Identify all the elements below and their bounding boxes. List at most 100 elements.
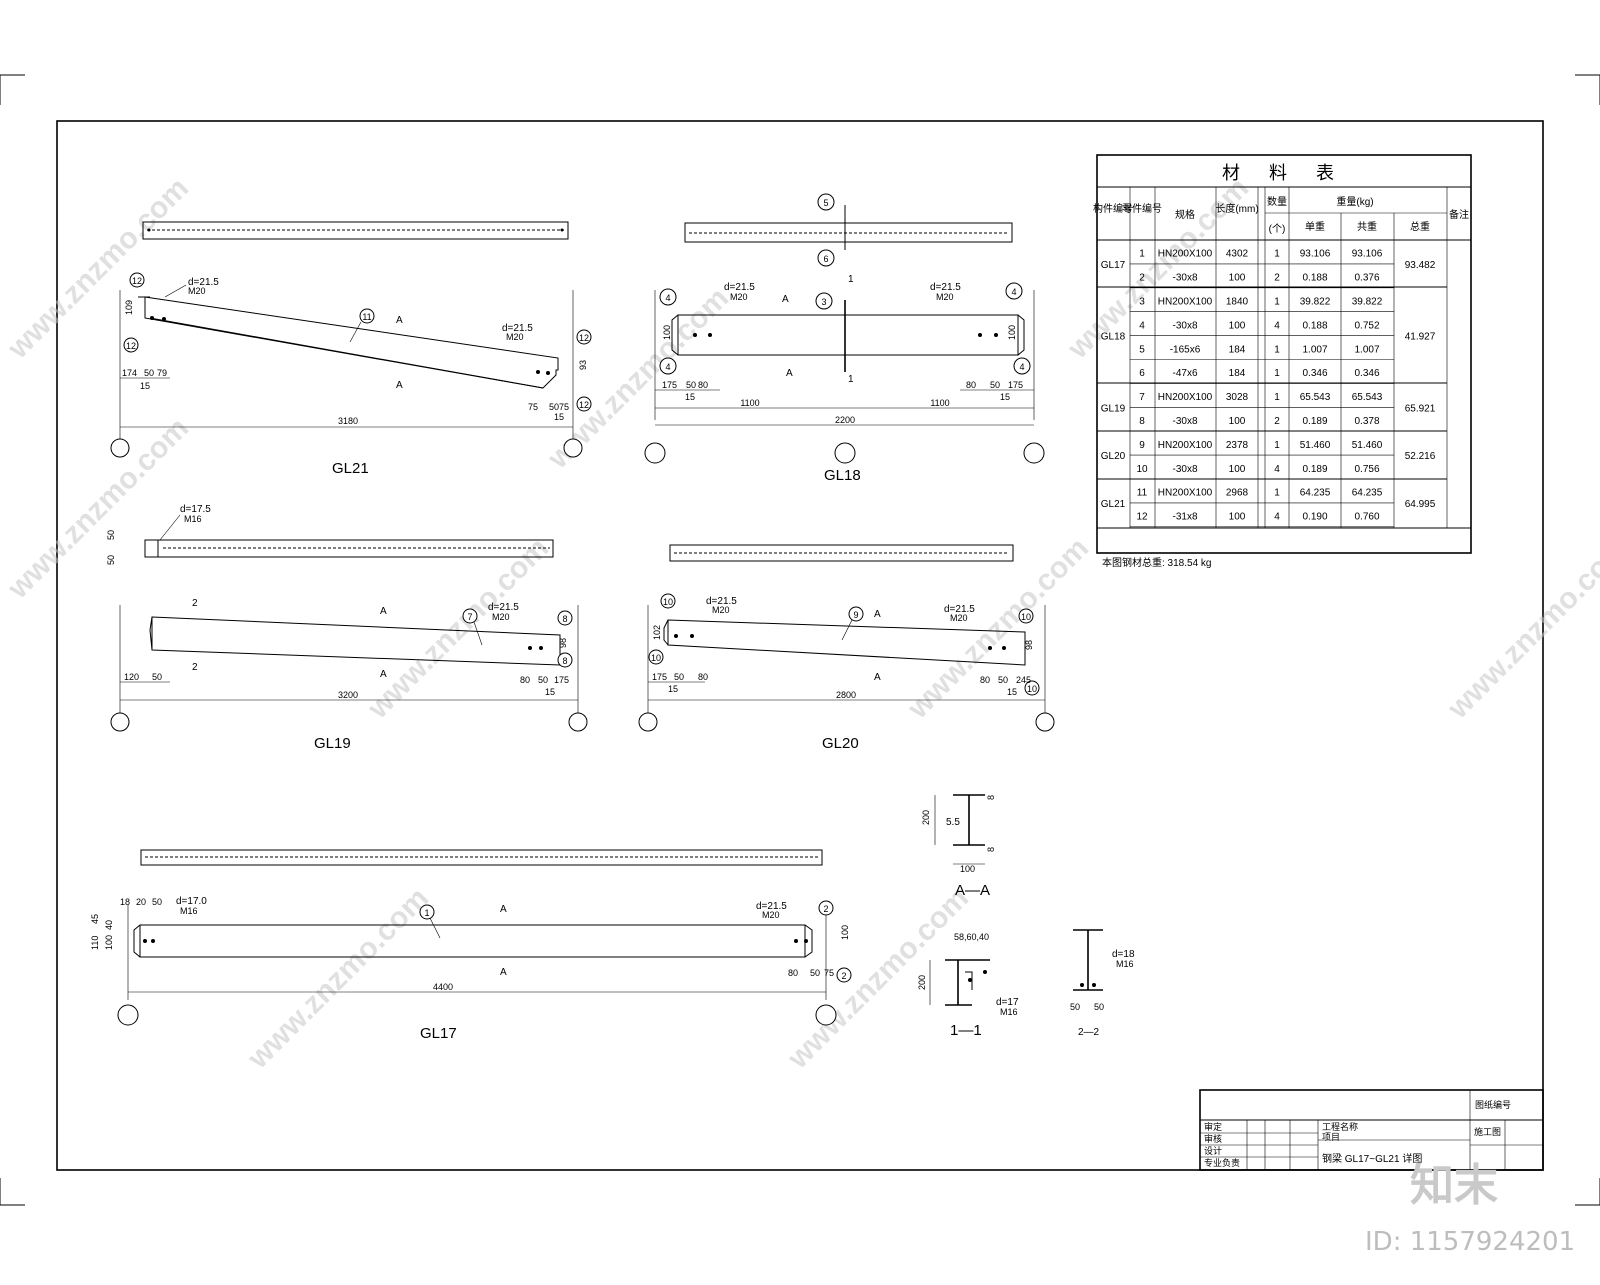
svg-text:www.znzmo.com: www.znzmo.com <box>1441 532 1600 726</box>
table-cell-member: GL21 <box>1101 499 1126 510</box>
gl18-drawing: 5 6 1 d=21.5 M20 d=21.5 M20 A A 3 4 4 4 … <box>644 193 1045 484</box>
svg-text:98: 98 <box>1024 640 1034 650</box>
svg-text:A: A <box>396 380 403 391</box>
svg-text:200: 200 <box>921 810 931 825</box>
svg-text:75: 75 <box>559 402 569 412</box>
svg-text:102: 102 <box>652 625 662 640</box>
svg-text:M16: M16 <box>180 906 198 916</box>
table-cell-spec: HN200X100 <box>1158 488 1213 499</box>
svg-text:d=21.5: d=21.5 <box>756 901 787 912</box>
section-aa-title: A—A <box>955 882 990 899</box>
svg-text:45: 45 <box>90 914 100 924</box>
svg-text:200: 200 <box>917 975 927 990</box>
table-cell-total: 0.378 <box>1354 416 1379 427</box>
svg-text:50: 50 <box>538 675 548 685</box>
table-cell-spec: HN200X100 <box>1158 440 1213 451</box>
gl17-title: GL17 <box>420 1025 457 1042</box>
svg-text:50: 50 <box>990 380 1000 390</box>
svg-text:50: 50 <box>144 368 154 378</box>
table-cell-part: 1 <box>1139 249 1145 260</box>
table-cell-part: 11 <box>1137 488 1148 499</box>
table-cell-qty: 1 <box>1274 488 1280 499</box>
svg-text:2: 2 <box>192 598 198 609</box>
table-cell-single: 0.188 <box>1302 273 1327 284</box>
svg-text:174: 174 <box>122 368 137 378</box>
table-cell-member: GL19 <box>1101 403 1126 414</box>
table-cell-qty: 2 <box>1274 273 1280 284</box>
table-cell-single: 0.189 <box>1302 416 1327 427</box>
svg-text:d=21.5: d=21.5 <box>488 602 519 613</box>
svg-text:12: 12 <box>579 400 589 410</box>
svg-text:1100: 1100 <box>740 398 759 408</box>
svg-text:8: 8 <box>986 795 996 800</box>
table-cell-length: 100 <box>1229 512 1246 523</box>
svg-text:40: 40 <box>104 920 114 930</box>
svg-text:d=17: d=17 <box>996 997 1019 1008</box>
table-cell-length: 2968 <box>1226 488 1249 499</box>
svg-text:75: 75 <box>528 402 538 412</box>
svg-text:80: 80 <box>966 380 976 390</box>
svg-text:100: 100 <box>840 925 850 940</box>
table-cell-single: 0.190 <box>1302 512 1327 523</box>
svg-text:重量(kg): 重量(kg) <box>1336 195 1373 208</box>
svg-text:50: 50 <box>674 672 684 682</box>
svg-text:18: 18 <box>120 897 130 907</box>
svg-text:M20: M20 <box>936 292 954 302</box>
svg-text:3: 3 <box>821 297 826 307</box>
table-cell-spec: -30x8 <box>1172 416 1197 427</box>
material-total-note: 本图钢材总重: 318.54 kg <box>1102 556 1211 569</box>
gl21-bolt-m: M20 <box>188 286 206 296</box>
table-cell-length: 2378 <box>1226 440 1249 451</box>
table-cell-sum: 64.995 <box>1405 499 1436 510</box>
table-cell-total: 0.760 <box>1354 512 1379 523</box>
svg-text:100: 100 <box>662 325 672 340</box>
table-cell-single: 39.822 <box>1300 297 1331 308</box>
section-11: 200 58,60,40 d=17 M16 1—1 <box>917 932 1019 1039</box>
svg-text:110: 110 <box>90 936 100 950</box>
table-cell-member: GL18 <box>1101 332 1126 343</box>
svg-text:d=21.5: d=21.5 <box>706 596 737 607</box>
svg-text:A: A <box>874 609 881 620</box>
table-cell-single: 93.106 <box>1300 249 1331 260</box>
crop-marks <box>0 74 1600 1206</box>
table-cell-total: 51.460 <box>1352 440 1383 451</box>
svg-text:d=21.5: d=21.5 <box>930 282 961 293</box>
table-cell-qty: 1 <box>1274 344 1280 355</box>
svg-text:50: 50 <box>1094 1002 1104 1012</box>
svg-text:9: 9 <box>853 610 858 620</box>
table-cell-total: 93.106 <box>1352 249 1383 260</box>
svg-text:M20: M20 <box>950 613 968 623</box>
gl19-title: GL19 <box>314 735 351 752</box>
table-cell-part: 7 <box>1139 392 1145 403</box>
svg-text:79: 79 <box>157 368 167 378</box>
svg-text:d=21.5: d=21.5 <box>944 604 975 615</box>
material-table: 材 料 表 构件编号 零件编号 规格 长度(mm) 数量 (个) 重量(kg) … <box>1093 154 1472 569</box>
svg-text:零件编号: 零件编号 <box>1122 202 1162 215</box>
svg-text:175: 175 <box>1008 380 1023 390</box>
svg-text:M20: M20 <box>730 292 748 302</box>
gl21-total-dim: 3180 <box>338 416 358 426</box>
table-cell-single: 51.460 <box>1300 440 1331 451</box>
sheet-border <box>56 120 1544 1171</box>
watermark-logo: 知末 <box>1410 1161 1498 1210</box>
table-cell-sum: 41.927 <box>1405 332 1436 343</box>
table-cell-spec: HN200X100 <box>1158 392 1213 403</box>
svg-text:d=21.5: d=21.5 <box>724 282 755 293</box>
table-cell-qty: 4 <box>1274 512 1280 523</box>
svg-text:50: 50 <box>686 380 696 390</box>
svg-text:A: A <box>500 904 507 915</box>
svg-text:设计: 设计 <box>1204 1145 1222 1156</box>
table-cell-spec: -47x6 <box>1172 368 1197 379</box>
table-cell-qty: 4 <box>1274 464 1280 475</box>
svg-text:58,60,40: 58,60,40 <box>954 932 989 942</box>
svg-text:15: 15 <box>1007 687 1017 697</box>
svg-text:A: A <box>380 669 387 680</box>
svg-text:15: 15 <box>668 684 678 694</box>
svg-text:d=21.5: d=21.5 <box>502 323 533 334</box>
table-cell-single: 0.189 <box>1302 464 1327 475</box>
gl21-bolt-d: d=21.5 <box>188 277 219 288</box>
svg-text:工程名称: 工程名称 <box>1322 1121 1358 1132</box>
svg-text:M20: M20 <box>712 605 730 615</box>
svg-text:50: 50 <box>152 672 162 682</box>
